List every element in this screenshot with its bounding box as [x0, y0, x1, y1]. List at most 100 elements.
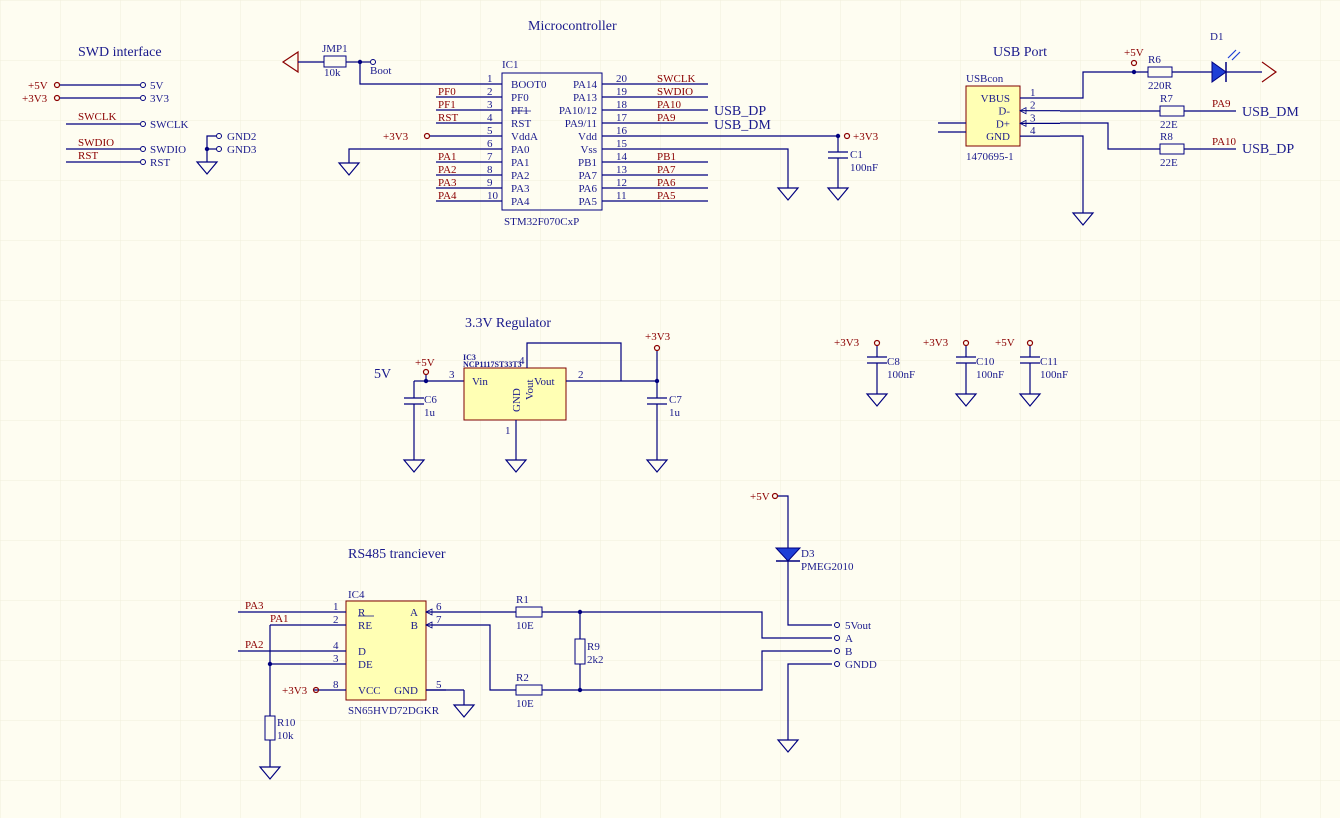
usb-pin-num: 1: [1030, 87, 1036, 99]
d3-diode[interactable]: [774, 547, 802, 562]
ic1-pin-num: 20: [616, 73, 628, 85]
ic1-body[interactable]: [501, 72, 603, 211]
ic1-pin-vdd-label: Vdd: [578, 131, 597, 143]
output-pin-5vout[interactable]: [834, 622, 840, 628]
ic1-pin-pa3-label: PA3: [511, 183, 530, 195]
usb-conn-part: 1470695-1: [966, 151, 1014, 163]
reg-3v3-port-pin: [653, 344, 661, 352]
ic4-pin-num: 5: [436, 679, 442, 691]
led-ground-arrow: [1261, 61, 1278, 83]
ic4-pin-num: 7: [436, 614, 442, 626]
reg-title: 3.3V Regulator: [465, 316, 551, 331]
boot-pin[interactable]: [370, 59, 376, 65]
swd-pin-gnd3[interactable]: [216, 146, 222, 152]
c8-value: 100nF: [887, 369, 915, 381]
usb-5v-port: +5V: [1124, 47, 1144, 59]
ic1-pin-num: 15: [616, 138, 628, 150]
swd-pin-5v[interactable]: [140, 82, 146, 88]
ic1-pin-pa14-label: PA14: [573, 79, 598, 91]
swd-pin-gnd2[interactable]: [216, 133, 222, 139]
reg-input-label: 5V: [374, 367, 391, 382]
ic1-net-pf1: PF1: [438, 99, 456, 111]
usb-connector-body[interactable]: [965, 85, 1021, 147]
rs485-net-pa1: PA1: [270, 613, 289, 625]
d3-ref: D3: [801, 548, 815, 560]
c11-value: 100nF: [1040, 369, 1068, 381]
swd-port-3v3: +3V3: [22, 93, 48, 105]
ic3-body[interactable]: [463, 367, 567, 421]
ic1-pin-pa0-label: PA0: [511, 144, 530, 156]
mcu-usb-dm-label: USB_DM: [714, 118, 771, 133]
r1-ref: R1: [516, 594, 529, 606]
d1-ref: D1: [1210, 31, 1223, 43]
ic4-part: SN65HVD72DGKR: [348, 705, 440, 717]
swd-pin-swdio-label: SWDIO: [150, 144, 186, 156]
ic1-pin-pa7-label: PA7: [578, 170, 597, 182]
r8-value: 22E: [1160, 157, 1178, 169]
ic4-pin-re-label: RE: [358, 620, 372, 632]
ic3-pin2-num: 2: [578, 369, 584, 381]
r8-ref: R8: [1160, 131, 1173, 143]
usb-dp-label: USB_DP: [1242, 142, 1294, 157]
usb-dm-label: USB_DM: [1242, 105, 1299, 120]
r7-ref: R7: [1160, 93, 1173, 105]
usb-section: USB Port USBcon 1470695-1 1VBUS2D-3D+4GN…: [938, 31, 1299, 226]
usb-pin-1-label: VBUS: [981, 93, 1010, 105]
usb-pin-4-label: GND: [986, 131, 1010, 143]
swd-net-swclk: SWCLK: [78, 111, 117, 123]
ic1-pin-num: 2: [487, 86, 493, 98]
usb-pin-num: 3: [1030, 112, 1036, 124]
ic1-net-pa4: PA4: [438, 190, 457, 202]
c7-ref: C7: [669, 394, 682, 406]
decoupling-port-c11: +5V: [995, 337, 1015, 349]
swd-pin-swdio[interactable]: [140, 146, 146, 152]
d1-led[interactable]: [1211, 61, 1227, 83]
rs485-title: RS485 tranciever: [348, 547, 446, 562]
swd-pin-swclk-label: SWCLK: [150, 119, 189, 131]
output-pin-a[interactable]: [834, 635, 840, 641]
ic4-pin-d-label: D: [358, 646, 366, 658]
mcu-vdd-port-pin: [843, 132, 851, 140]
swd-pin-gnd2-label: GND2: [227, 131, 256, 143]
swd-pin-swclk[interactable]: [140, 121, 146, 127]
output-pin-5vout-label: 5Vout: [845, 620, 871, 632]
ic1-pin-pb1-label: PB1: [578, 157, 597, 169]
ic4-pin-a-label: A: [410, 607, 418, 619]
c10-ref: C10: [976, 356, 995, 368]
output-pin-b-label: B: [845, 646, 852, 658]
output-pin-gndd[interactable]: [834, 661, 840, 667]
ic1-pin-num: 6: [487, 138, 493, 150]
r10-ref: R10: [277, 717, 296, 729]
ic1-net-pb1: PB1: [657, 151, 676, 163]
c6-ref: C6: [424, 394, 437, 406]
ic4-body[interactable]: [345, 600, 427, 701]
c8-ref: C8: [887, 356, 900, 368]
ic1-pin-pa13-label: PA13: [573, 92, 598, 104]
ic1-pin-num: 8: [487, 164, 493, 176]
output-pin-b[interactable]: [834, 648, 840, 654]
usb-5v-port-pin: [1130, 59, 1138, 67]
swd-net-swdio: SWDIO: [78, 137, 114, 149]
ic1-pin-rst-label: RST: [511, 118, 531, 130]
c11-ref: C11: [1040, 356, 1058, 368]
ic4-pin-gnd-label: GND: [394, 685, 418, 697]
ic4-pin-num: 6: [436, 601, 442, 613]
decoupling-port-pin: [1026, 339, 1034, 347]
ic3-pin-vout: Vout: [534, 376, 555, 388]
output-pin-gndd-label: GNDD: [845, 659, 877, 671]
decoupling-port-c10: +3V3: [923, 337, 949, 349]
usb-pin-num: 2: [1030, 100, 1036, 112]
jmp1-ref: JMP1: [322, 43, 348, 55]
ic1-pin-pf0-label: PF0: [511, 92, 529, 104]
swd-section: SWD interface +5V 5V +3V3 3V3 SWCLK SWCL…: [22, 45, 257, 175]
swd-pin-rst[interactable]: [140, 159, 146, 165]
ic4-pin-b-label: B: [411, 620, 418, 632]
ic1-pin-vss-label: Vss: [580, 144, 597, 156]
rs485-3v3-port: +3V3: [282, 685, 308, 697]
swd-pin-3v3[interactable]: [140, 95, 146, 101]
